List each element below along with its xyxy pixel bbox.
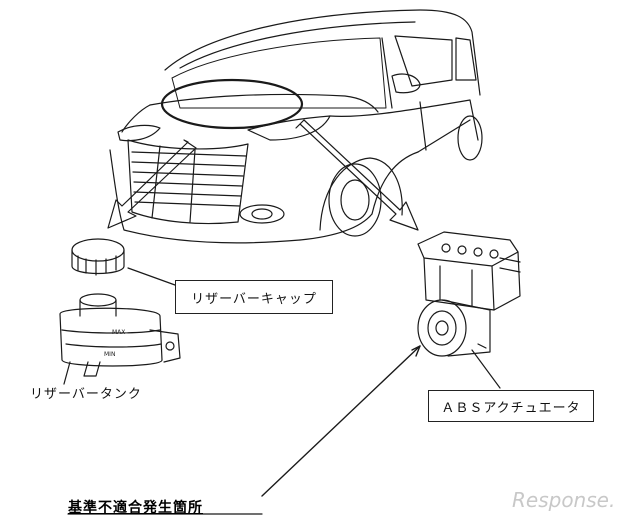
highlight-ellipse bbox=[160, 78, 304, 130]
van-illustration bbox=[109, 9, 483, 244]
response-watermark: Response. bbox=[512, 488, 616, 512]
reservoir-cap-illustration bbox=[71, 238, 125, 276]
abs-actuator-label: ＡＢＳアクチュエータ bbox=[428, 390, 594, 422]
tank-marking-min: MIN bbox=[104, 351, 115, 358]
reservoir-tank-label: リザーバータンク bbox=[30, 387, 142, 402]
reservoir-tank-illustration bbox=[59, 293, 181, 377]
tank-leader-line bbox=[63, 361, 71, 385]
tank-marking-max: MAX bbox=[112, 329, 125, 336]
cap-leader-line bbox=[127, 267, 176, 286]
abs-actuator-illustration bbox=[417, 231, 521, 357]
nonconformity-location-caption: 基準不適合発生箇所 bbox=[68, 500, 203, 516]
pointer-arrowhead bbox=[411, 345, 421, 357]
arrows-from-van bbox=[107, 119, 419, 231]
reservoir-cap-label: リザーバーキャップ bbox=[175, 280, 333, 314]
abs-leader-line bbox=[471, 349, 501, 389]
nonconformity-pointer-line bbox=[261, 345, 421, 497]
